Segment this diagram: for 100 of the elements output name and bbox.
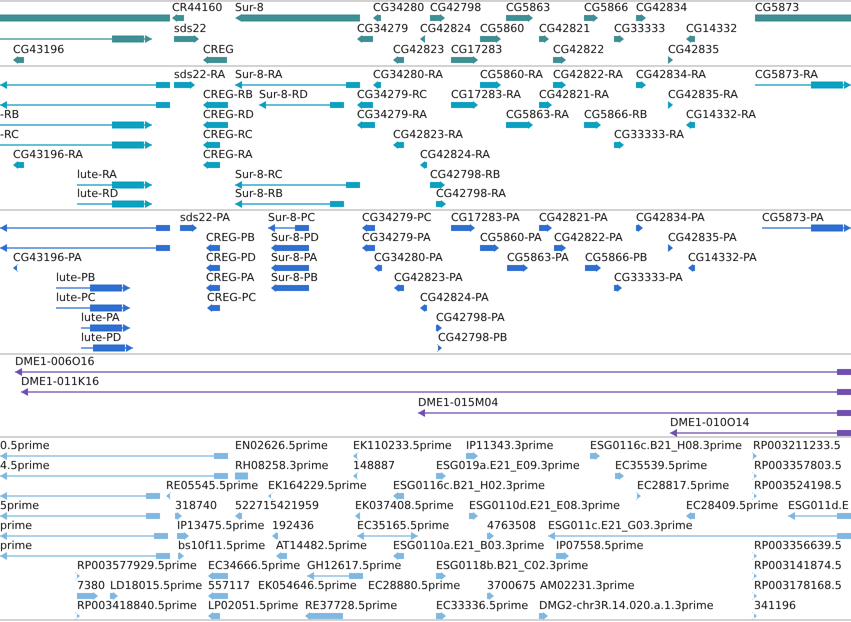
feature-label: CG42823-RA	[393, 128, 463, 142]
feature-label: RP003524198.5	[754, 479, 842, 493]
feature-label: lute-PA	[81, 311, 120, 325]
feature-label: CG14332-RA	[686, 108, 756, 122]
feature-label: CG34280	[373, 1, 424, 15]
feature-label: EC28817.5prime	[637, 479, 730, 493]
feature-label: lute-PB	[56, 271, 96, 285]
feature-label: -RC	[0, 128, 19, 142]
feature-label: 192436	[272, 519, 314, 533]
feature-label: LD18015.5prime	[110, 579, 202, 593]
feature-label: 341196	[754, 599, 796, 613]
feature-label: 0.5prime	[0, 439, 50, 453]
feature-label: CG5863-RA	[506, 108, 569, 122]
feature-label: CG5873-PA	[762, 211, 824, 225]
feature-label: EK164229.5prime	[268, 479, 367, 493]
feature-label: EK054646.5prime	[258, 579, 357, 593]
feature-label: RP003141874.5	[754, 559, 842, 573]
feature-label: 5prime	[0, 499, 40, 513]
feature-label: CR44160	[172, 1, 222, 15]
feature-label: 148887	[353, 459, 395, 473]
feature-label: CG5866-PB	[585, 251, 648, 265]
feature-label: CREG-RB	[203, 88, 253, 102]
feature-label: CG17283-RA	[451, 88, 521, 102]
feature-label: CG42835	[668, 43, 720, 57]
feature-label: EC33336.5prime	[436, 599, 528, 613]
feature-label: RP003577929.5prime	[77, 559, 197, 573]
feature-label: CG42798-RB	[430, 168, 500, 182]
feature-label: ESG0110d.E21_E08.3prime	[469, 499, 620, 513]
feature-label: CG42822-PA	[554, 231, 623, 245]
feature-label: CG42822-RA	[553, 68, 623, 82]
feature-label: CG5873	[755, 1, 800, 15]
feature-label: Sur-8	[235, 1, 264, 15]
feature-label: CG34279-PC	[362, 211, 432, 225]
feature-label: lute-PC	[56, 291, 96, 305]
feature-label: Sur-8-PB	[271, 271, 318, 285]
feature-label: CREG	[203, 43, 234, 57]
feature-label: CREG-RA	[203, 148, 252, 162]
feature-label: DME1-006O16	[15, 355, 95, 369]
feature-label: CREG-RD	[203, 108, 254, 122]
feature-label: Sur-8-PA	[271, 251, 318, 265]
feature-label: CG42823-PA	[394, 271, 463, 285]
feature-label: 318740	[175, 499, 217, 513]
feature-label: CG5866-RB	[584, 108, 648, 122]
feature-label: Sur-8-RC	[235, 168, 282, 182]
feature-label: CG5860-RA	[480, 68, 543, 82]
feature-label: EK110233.5prime	[353, 439, 452, 453]
feature-label: 4.5prime	[0, 459, 50, 473]
feature-label: 522715421959	[235, 499, 319, 513]
feature-label: Sur-8-RB	[235, 187, 283, 201]
feature-label: CG33333	[614, 22, 666, 36]
feature-label: RH08258.3prime	[235, 459, 328, 473]
feature-label: lute-RD	[77, 187, 118, 201]
feature-label: IP11343.3prime	[466, 439, 554, 453]
feature-label: Sur-8-PC	[268, 211, 316, 225]
feature-label: EN02626.5prime	[235, 439, 328, 453]
feature-label: RE37728.5prime	[305, 599, 398, 613]
feature-label: CG34279	[357, 22, 408, 36]
feature-label: CG42798-RA	[436, 187, 506, 201]
feature-label: IP07558.5prime	[556, 539, 644, 553]
feature-label: CG42834-PA	[636, 211, 705, 225]
feature-label: sds22-PA	[180, 211, 230, 225]
feature-label: EC35539.5prime	[615, 459, 708, 473]
feature-label: lute-RA	[77, 168, 117, 182]
feature-label: CG5866	[584, 1, 628, 15]
feature-label: prime	[0, 519, 32, 533]
feature-label: bs10f11.5prime	[178, 539, 266, 553]
feature-label: sds22	[174, 22, 206, 36]
feature-label: 7380	[77, 579, 105, 593]
feature-label: CG5863	[506, 1, 550, 15]
feature-label: RP003211233.5	[753, 439, 841, 453]
feature-label: CG42824-RA	[420, 148, 490, 162]
feature-label: ESG0118b.B21_C02.3prime	[436, 559, 588, 573]
feature-label: ESG0110a.E21_B03.3prime	[393, 539, 544, 553]
feature-label: ESG011d.E	[788, 499, 849, 513]
feature-label: CG17283-PA	[451, 211, 520, 225]
feature-label: CG34280-PA	[374, 251, 443, 265]
feature-label: Sur-8-PD	[271, 231, 319, 245]
feature-label: CG43196	[13, 43, 64, 57]
feature-label: Sur-8-RD	[259, 88, 308, 102]
feature-label: CG42821-PA	[539, 211, 608, 225]
feature-label: CG34280-RA	[373, 68, 443, 82]
feature-label: ESG019a.E21_E09.3prime	[436, 459, 580, 473]
feature-label: DME1-011K16	[21, 375, 100, 389]
feature-label: CG42798-PA	[436, 311, 505, 325]
feature-label: CG5860-PA	[480, 231, 542, 245]
feature-label: CG34279-PA	[362, 231, 431, 245]
feature-label: CG42821-RA	[539, 88, 609, 102]
feature-label: CG43196-RA	[13, 148, 83, 162]
feature-label: CG5863-PA	[507, 251, 569, 265]
feature-label: -RB	[0, 108, 20, 122]
feature-label: CG43196-PA	[13, 251, 82, 265]
feature-label: CG42835-RA	[668, 88, 738, 102]
feature-label: RE05545.5prime	[166, 479, 258, 493]
feature-label: CG42824	[420, 22, 472, 36]
feature-label: sds22-RA	[174, 68, 226, 82]
feature-label: CG34279-RA	[357, 108, 427, 122]
feature-label: CG42824-PA	[420, 291, 489, 305]
feature-label: IP13475.5prime	[177, 519, 264, 533]
feature-label: CREG-RC	[203, 128, 253, 142]
feature-label: ESG0116c.B21_H08.3prime	[590, 439, 742, 453]
